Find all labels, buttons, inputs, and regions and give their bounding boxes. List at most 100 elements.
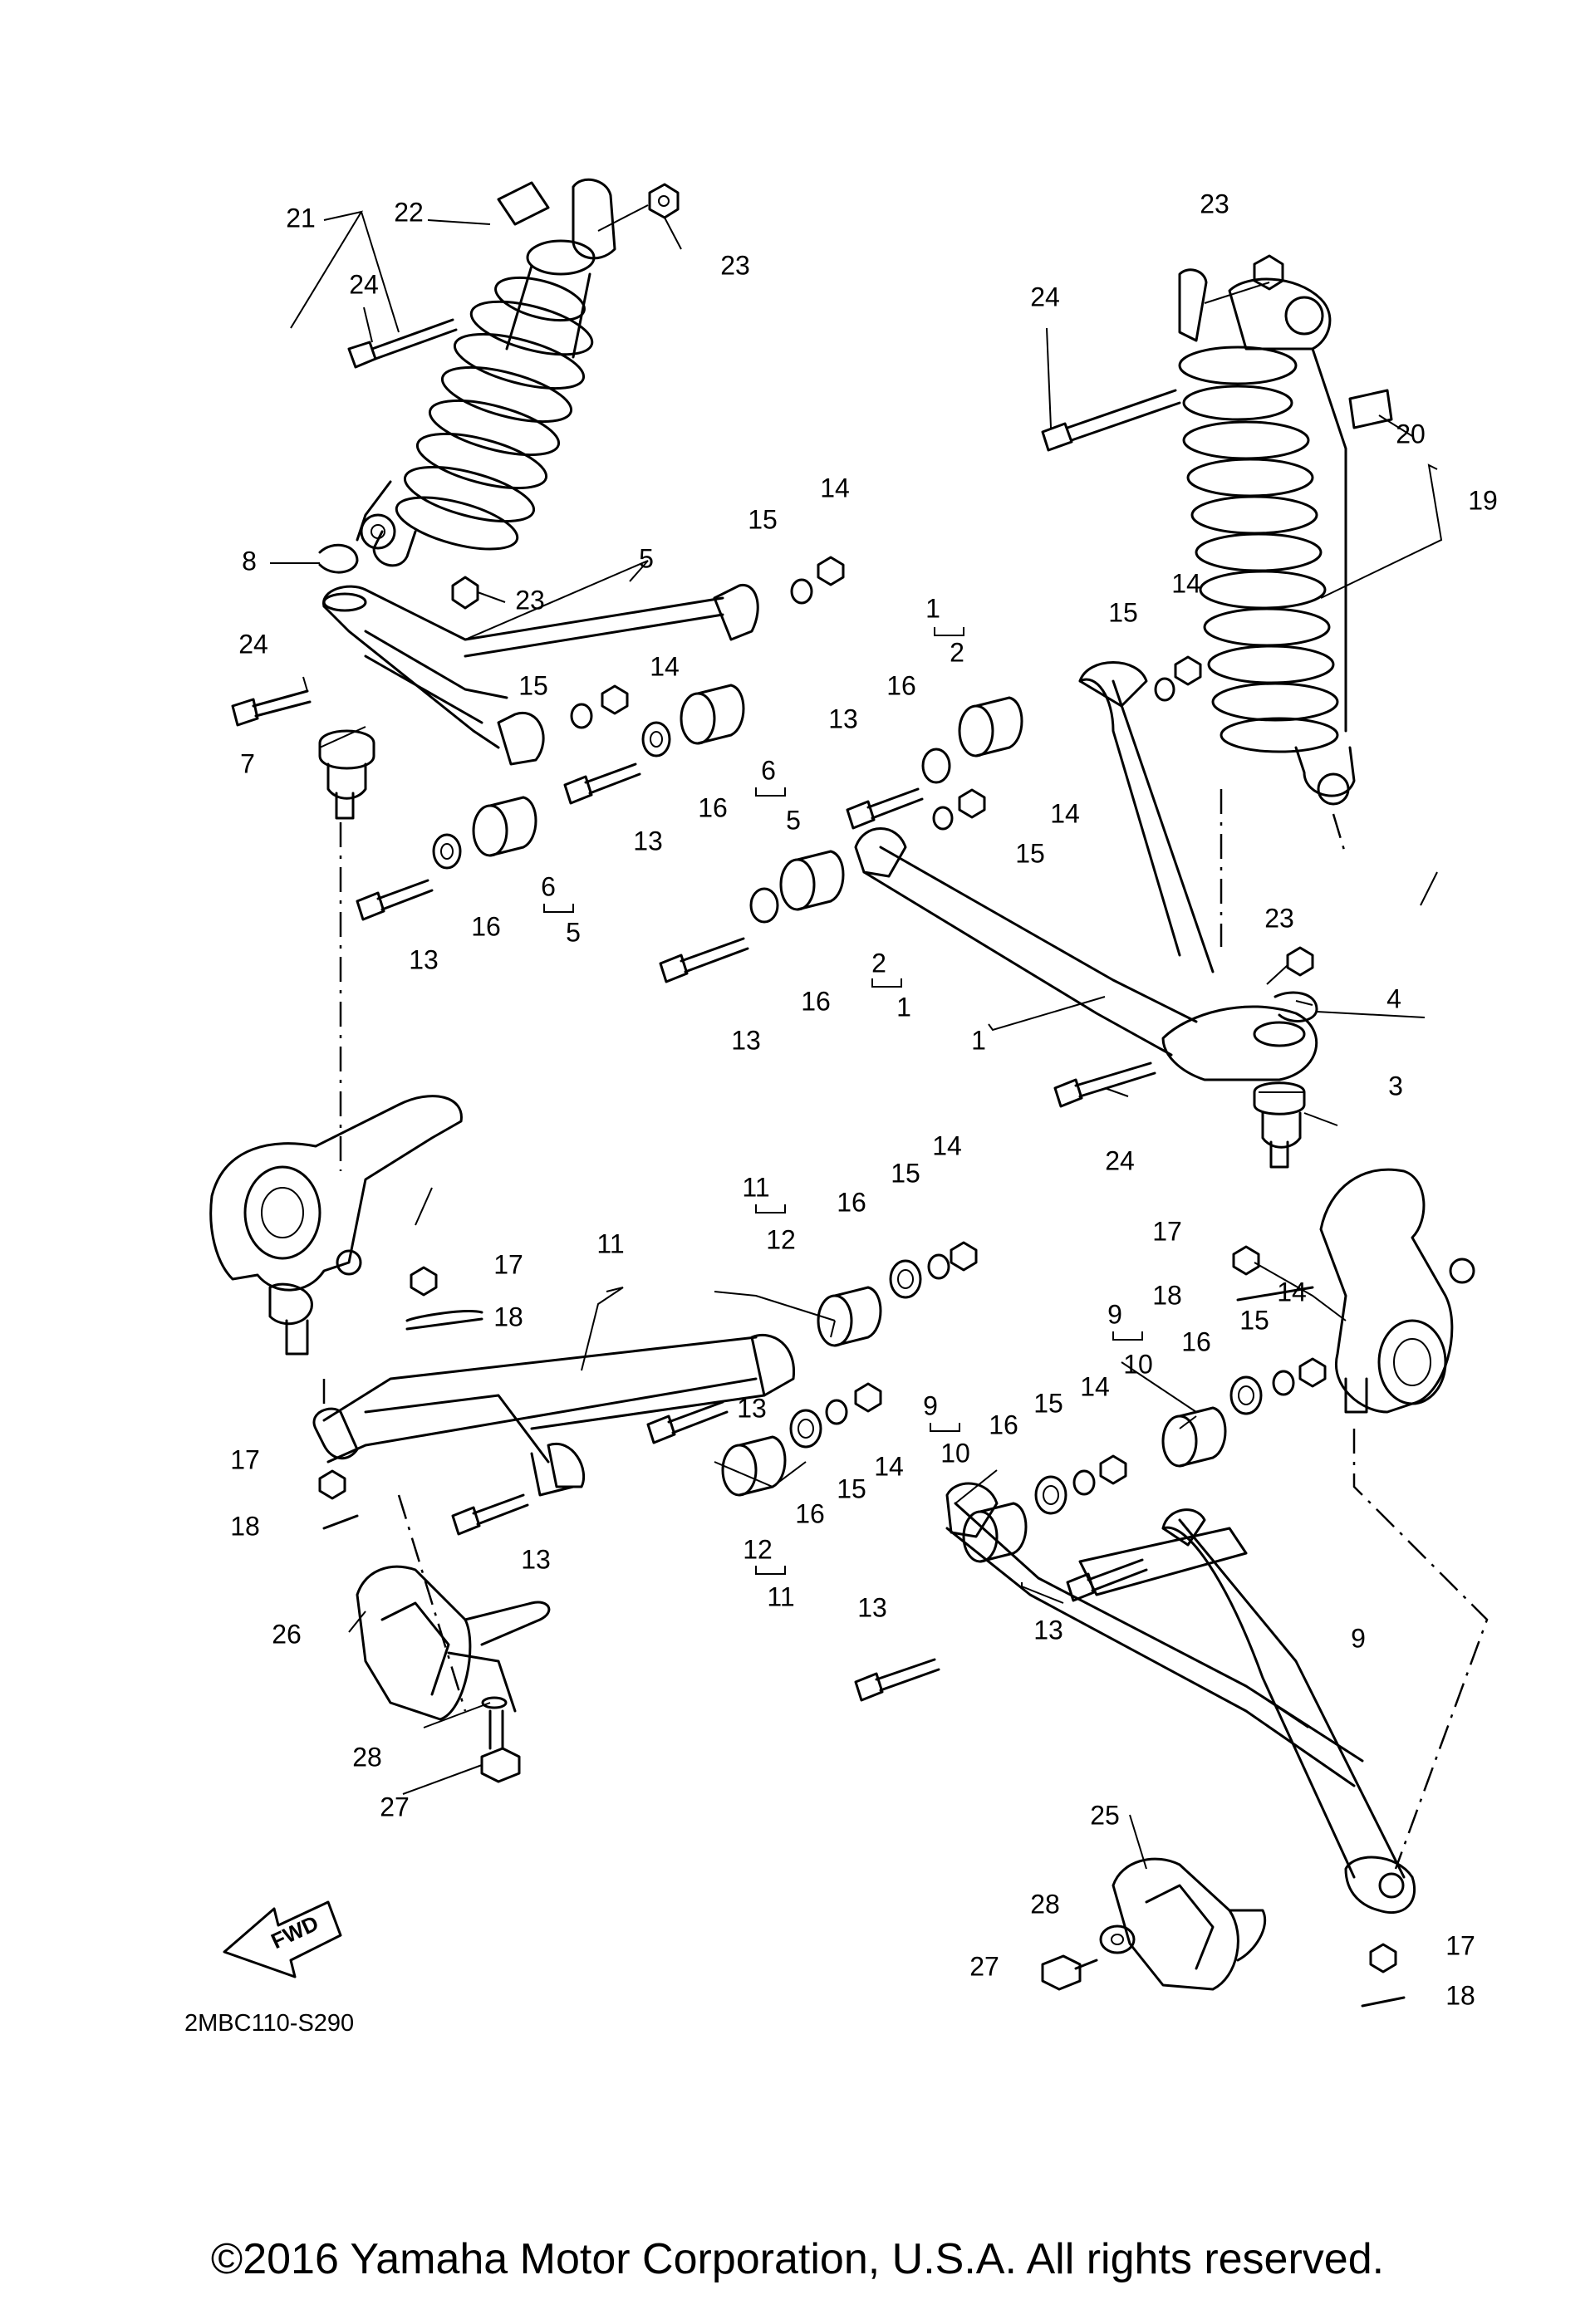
bolt-13h[interactable] (854, 1658, 940, 1702)
left-arm-guard[interactable] (356, 1565, 551, 1721)
center-line-left-lower (322, 1379, 467, 1712)
callout-2: 2 (871, 948, 886, 978)
washer-16e[interactable] (889, 1259, 922, 1299)
right-shock-absorber[interactable] (1178, 268, 1356, 806)
washer-15e[interactable] (927, 1253, 950, 1280)
bushing-2b[interactable] (958, 696, 1023, 758)
upper-arm-left[interactable] (322, 584, 759, 766)
bolt-13f[interactable] (451, 1493, 529, 1536)
copyright-notice: ©2016 Yamaha Motor Corporation, U.S.A. A… (210, 2235, 1385, 2283)
upper-arm-left-bolt[interactable] (231, 689, 312, 727)
callout-2: 2 (950, 637, 964, 667)
callout-13: 13 (1033, 1615, 1063, 1645)
bolt-13d[interactable] (846, 787, 924, 830)
bolt-13a[interactable] (356, 879, 434, 921)
upper-arm-right-nut[interactable] (1286, 946, 1314, 977)
upper-arm-right-bolt[interactable] (1053, 1061, 1156, 1108)
bushing-10b[interactable] (1161, 1406, 1227, 1468)
washer-16d[interactable] (921, 748, 951, 784)
washer-16b[interactable] (641, 721, 671, 758)
callout-16: 16 (989, 1410, 1018, 1439)
nut-14e[interactable] (950, 1241, 978, 1272)
callout-14: 14 (1277, 1277, 1307, 1307)
callout-24: 24 (1030, 282, 1060, 311)
washer-15a[interactable] (570, 703, 593, 729)
callout-28: 28 (352, 1742, 382, 1772)
washer-15b[interactable] (790, 578, 813, 605)
cotter-pin-18d[interactable] (1361, 1996, 1406, 2008)
left-steering-knuckle[interactable] (209, 1095, 463, 1356)
bushing-6a[interactable] (472, 796, 537, 857)
bolt-27a[interactable] (480, 1709, 521, 1783)
nut-14b[interactable] (817, 556, 845, 586)
cotter-pin-18c[interactable] (322, 1514, 359, 1530)
nut-14h[interactable] (1298, 1357, 1327, 1388)
callout-6: 6 (761, 755, 776, 785)
lower-arm-right[interactable] (945, 1482, 1416, 1915)
bushing-6b[interactable] (680, 684, 745, 745)
bolt-13c[interactable] (659, 937, 749, 983)
bolt-27b[interactable] (1041, 1954, 1098, 1991)
callout-18: 18 (230, 1511, 260, 1541)
washer-15d[interactable] (1154, 677, 1175, 702)
washer-16c[interactable] (749, 887, 779, 924)
washer-15c[interactable] (932, 806, 954, 831)
callout-24: 24 (238, 629, 268, 659)
callout-27: 27 (380, 1792, 410, 1821)
callout-6: 6 (541, 871, 556, 901)
upper-arm-left-ball-joint[interactable] (318, 729, 375, 820)
cotter-pin-18a[interactable] (405, 1310, 483, 1331)
washer-16h[interactable] (1229, 1375, 1263, 1415)
callout-3: 3 (1388, 1071, 1403, 1101)
bolt-13g[interactable] (1066, 1558, 1148, 1602)
upper-arm-left-nut[interactable] (451, 576, 479, 610)
callout-5: 5 (566, 917, 581, 947)
nut-17d[interactable] (1369, 1943, 1397, 1973)
callout-14: 14 (1050, 798, 1080, 828)
upper-arm-right[interactable] (854, 661, 1318, 1081)
nut-17a[interactable] (410, 1266, 438, 1297)
washer-16f[interactable] (789, 1409, 822, 1449)
washer-28a[interactable] (481, 1696, 508, 1709)
callout-20: 20 (1396, 419, 1426, 449)
callout-19: 19 (1468, 485, 1498, 515)
nut-14c[interactable] (958, 788, 986, 819)
callout-15: 15 (837, 1473, 866, 1503)
left-shock-bolt[interactable] (347, 318, 458, 369)
nut-14a[interactable] (601, 684, 629, 715)
nut-17b[interactable] (1232, 1245, 1260, 1276)
bushing-12b[interactable] (721, 1435, 787, 1497)
callout-17: 17 (1445, 1930, 1475, 1960)
callout-23: 23 (1264, 903, 1294, 933)
lower-arm-left[interactable] (312, 1333, 796, 1497)
upper-arm-right-circlip[interactable] (1274, 991, 1318, 1022)
leader-lines (270, 204, 1443, 1870)
center-line-right-joint (1352, 1429, 1489, 1870)
bolt-13e[interactable] (646, 1400, 729, 1444)
left-circlip[interactable] (318, 543, 359, 574)
right-arm-guard[interactable] (1112, 1857, 1267, 1991)
upper-arm-right-ball-joint[interactable] (1253, 1081, 1306, 1169)
bushing-10a[interactable] (962, 1502, 1028, 1563)
bolt-13b[interactable] (563, 762, 641, 805)
washer-15g[interactable] (1072, 1469, 1096, 1496)
washer-28b[interactable] (1099, 1924, 1136, 1954)
washer-16a[interactable] (432, 833, 462, 870)
right-steering-knuckle[interactable] (1319, 1168, 1475, 1414)
nut-14f[interactable] (854, 1382, 882, 1413)
washer-15h[interactable] (1272, 1370, 1295, 1396)
right-shock-bolt[interactable] (1041, 389, 1181, 452)
nut-14g[interactable] (1099, 1454, 1127, 1485)
nut-14d[interactable] (1174, 655, 1202, 686)
callout-15: 15 (1108, 597, 1138, 627)
bushing-2a[interactable] (779, 850, 845, 911)
nut-17c[interactable] (318, 1469, 346, 1500)
callout-14: 14 (932, 1130, 962, 1160)
left-shock-absorber[interactable] (356, 178, 616, 567)
washer-15f[interactable] (825, 1399, 848, 1425)
washer-16g[interactable] (1034, 1475, 1067, 1515)
bushing-12a[interactable] (817, 1286, 882, 1347)
right-shock-label[interactable] (1348, 389, 1393, 429)
right-shock-top-nut[interactable] (1253, 254, 1284, 291)
left-shock-top-nut[interactable] (648, 183, 680, 219)
